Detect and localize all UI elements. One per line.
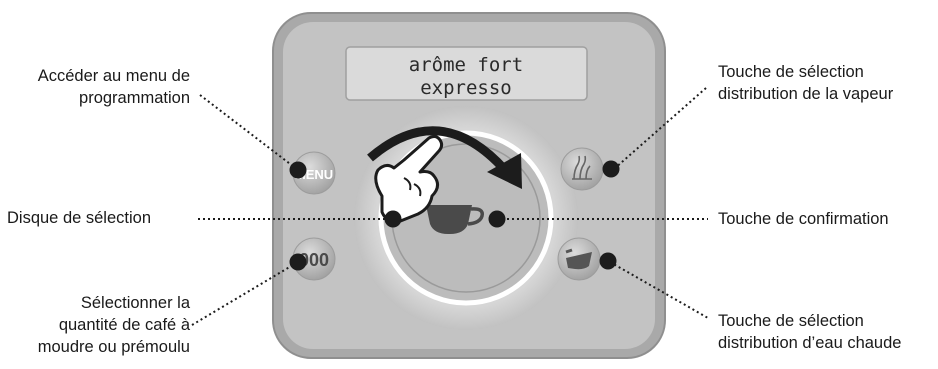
lcd-line-2: expresso xyxy=(420,77,512,99)
callout-menu-line-1: Accéder au menu de xyxy=(2,65,190,87)
callout-confirm: Touche de confirmation xyxy=(718,208,938,230)
callout-steam-line-2: distribution de la vapeur xyxy=(718,83,938,105)
callout-steam-line-1: Touche de sélection xyxy=(718,61,938,83)
lcd-line-1: arôme fort xyxy=(409,54,523,76)
dot-quantity xyxy=(290,254,307,271)
callout-confirm-line-1: Touche de confirmation xyxy=(718,208,938,230)
callout-dial-line-1: Disque de sélection xyxy=(7,207,197,229)
callout-dial: Disque de sélection xyxy=(7,207,197,229)
callout-steam: Touche de sélection distribution de la v… xyxy=(718,61,938,105)
dot-hot-water xyxy=(600,253,617,270)
callout-quantity-line-1: Sélectionner la xyxy=(0,292,190,314)
dot-steam xyxy=(603,161,620,178)
callout-quantity-line-3: moudre ou prémoulu xyxy=(0,336,190,358)
callout-menu: Accéder au menu de programmation xyxy=(2,65,190,109)
callout-quantity: Sélectionner la quantité de café à moudr… xyxy=(0,292,190,358)
dot-confirm xyxy=(489,211,506,228)
callout-menu-line-2: programmation xyxy=(2,87,190,109)
callout-hot-water: Touche de sélection distribution d’eau c… xyxy=(718,310,938,354)
callout-quantity-line-2: quantité de café à xyxy=(0,314,190,336)
callout-hot-water-line-2: distribution d’eau chaude xyxy=(718,332,938,354)
hot-water-button[interactable] xyxy=(558,238,600,280)
callout-hot-water-line-1: Touche de sélection xyxy=(718,310,938,332)
dot-menu xyxy=(290,162,307,179)
dot-dial xyxy=(385,211,402,228)
steam-button[interactable] xyxy=(561,148,603,190)
